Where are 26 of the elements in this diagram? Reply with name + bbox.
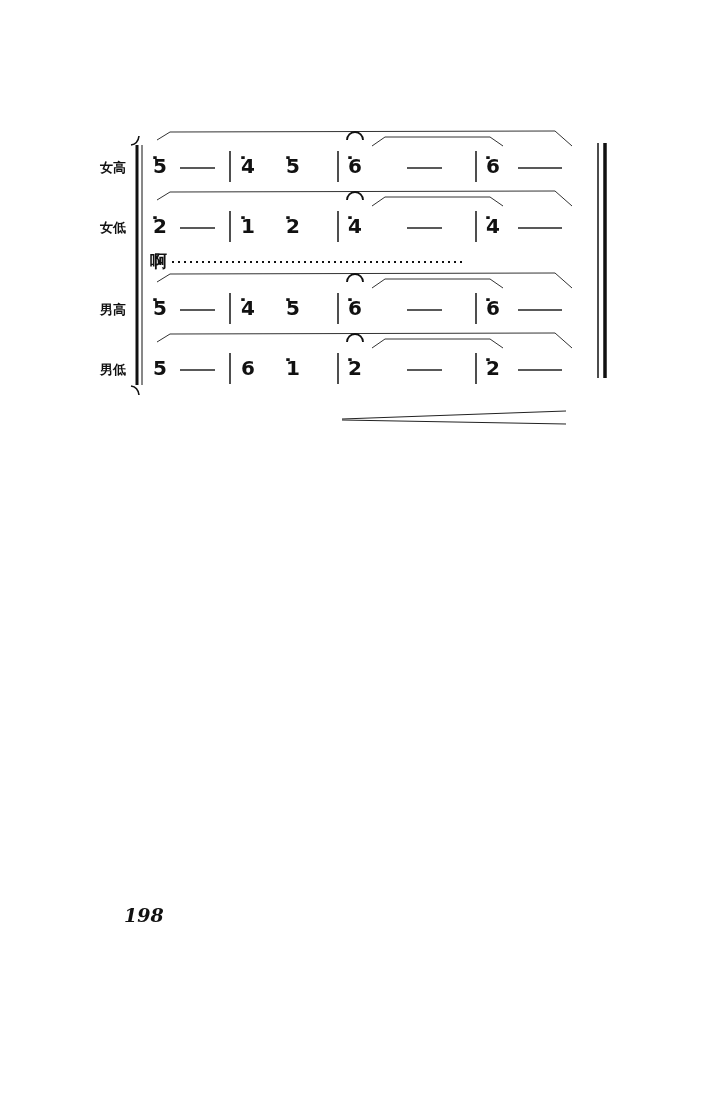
note-digit: 6̇ xyxy=(486,156,500,176)
page-number: 198 xyxy=(124,906,164,925)
voice-label: 女低 xyxy=(100,221,126,234)
note-digit: 4̇ xyxy=(241,298,255,318)
voice-label: 男高 xyxy=(100,303,126,316)
note-digit: 4̇ xyxy=(348,216,362,236)
voice-label: 女高 xyxy=(100,161,126,174)
voice-label: 男低 xyxy=(100,363,126,376)
note-digit: 6̇ xyxy=(348,156,362,176)
note-digit: 2̇ xyxy=(486,358,500,378)
note-digit: 1̇ xyxy=(241,216,255,236)
lyric-syllable: 啊 xyxy=(150,253,167,270)
note-digit: 2̇ xyxy=(153,216,167,236)
note-digit: 4̇ xyxy=(486,216,500,236)
note-digit: 6 xyxy=(241,358,255,378)
note-digit: 5 xyxy=(153,358,167,378)
note-digit: 6̇ xyxy=(348,298,362,318)
note-digit: 4̇ xyxy=(241,156,255,176)
note-digit: 5̇ xyxy=(153,298,167,318)
note-digit: 2̇ xyxy=(286,216,300,236)
note-digit: 6̇ xyxy=(486,298,500,318)
note-digit: 1̇ xyxy=(286,358,300,378)
note-digit: 5̇ xyxy=(153,156,167,176)
note-digit: 5̇ xyxy=(286,298,300,318)
note-digit: 2̇ xyxy=(348,358,362,378)
note-digit: 5̇ xyxy=(286,156,300,176)
